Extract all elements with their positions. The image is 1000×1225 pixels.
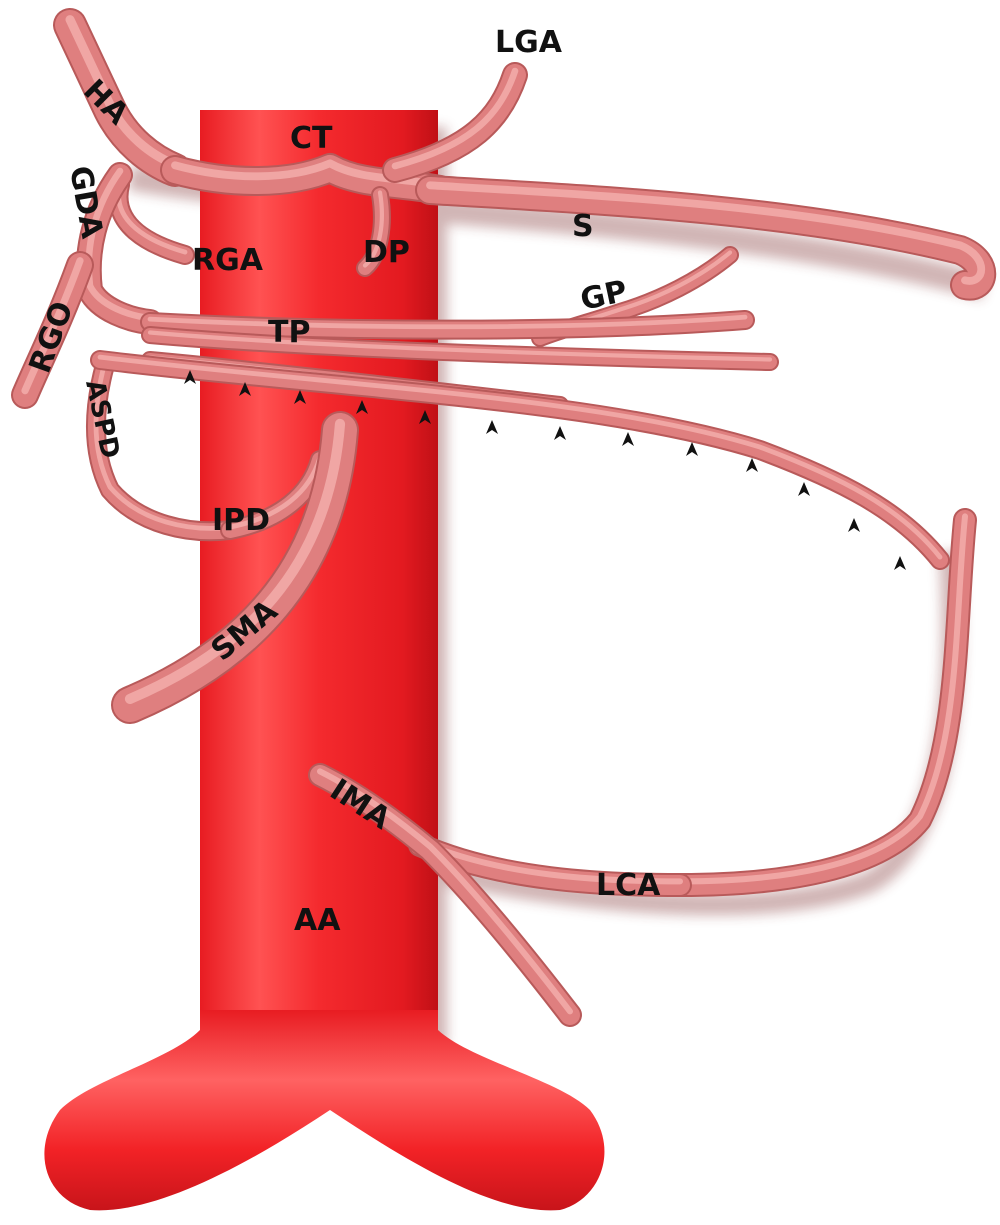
arrowhead-7 xyxy=(554,426,566,440)
label-dp: DP xyxy=(363,235,410,270)
label-ipd: IPD xyxy=(212,503,270,538)
transverse-pancreatic-artery xyxy=(150,317,745,330)
arrowhead-11 xyxy=(798,482,810,496)
arrowhead-12 xyxy=(848,518,860,532)
label-lga: LGA xyxy=(495,25,563,60)
vessel-network xyxy=(25,20,981,1015)
label-gda: GDA xyxy=(62,163,109,241)
label-rgo: RGO xyxy=(23,297,81,378)
arrowhead-6 xyxy=(486,420,498,434)
abdominal-aorta xyxy=(44,110,604,1210)
left-colic-ascending-body xyxy=(680,520,965,885)
arrowhead-8 xyxy=(622,432,634,446)
arrowhead-13 xyxy=(894,556,906,570)
label-aspd: ASPD xyxy=(79,377,125,461)
arrowhead-9 xyxy=(686,442,698,456)
label-rga: RGA xyxy=(192,243,264,278)
label-lca: LCA xyxy=(596,868,661,903)
arrowhead-10 xyxy=(746,458,758,472)
label-ct: CT xyxy=(290,121,333,156)
aortic-bifurcation xyxy=(44,1010,604,1210)
label-aa: AA xyxy=(294,903,341,938)
label-tp: TP xyxy=(268,315,310,350)
label-s: S xyxy=(572,209,594,244)
left-colic-ascending xyxy=(680,516,965,885)
